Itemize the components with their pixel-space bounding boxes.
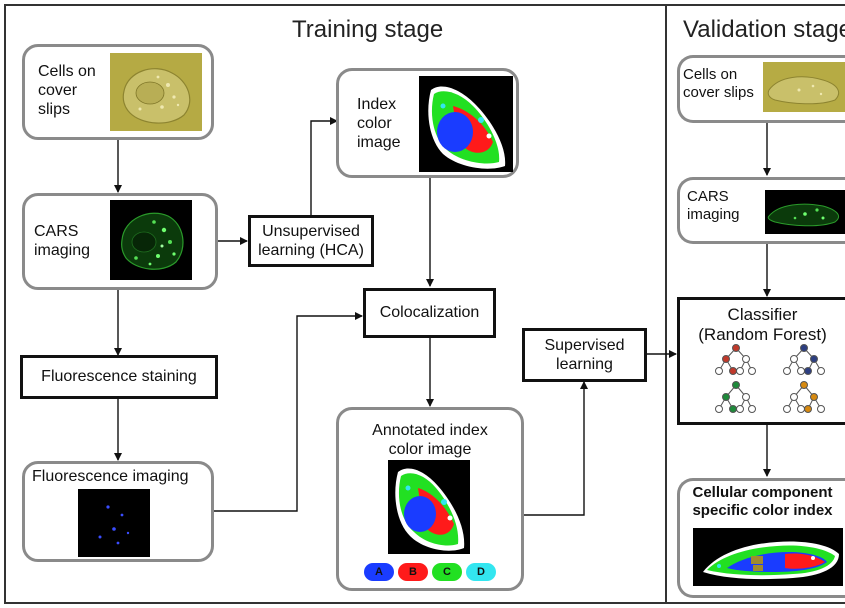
arrow-fluo-to-colocalization [214,312,363,512]
validation-stage-frame [665,4,845,604]
fluorescence-staining-box: Fluorescence staining [20,355,218,399]
legend-item-c: C [432,563,462,581]
cells-on-cover-slips-label: Cells on cover slips [38,63,96,119]
validation-cells-image [763,62,845,112]
validation-cars-label: CARS imaging [687,188,740,223]
training-stage-title: Training stage [292,16,444,43]
unsupervised-learning-box: Unsupervised learning (HCA) [248,215,374,267]
cars-imaging-label: CARS imaging [34,223,91,260]
legend-item-b: B [398,563,428,581]
legend-item-a: A [364,563,394,581]
fluorescence-image [78,489,150,557]
annotated-index-color-image-label: Annotated index color image [372,422,488,459]
cellular-color-index-image [693,528,843,586]
arrow-unsupervised-to-index [310,117,338,215]
supervised-learning-box: Supervised learning [522,328,647,382]
arrow-annotated-to-supervised [524,381,588,516]
annotated-index-color-image [388,460,470,554]
validation-cells-label: Cells on cover slips [683,66,754,101]
cellular-component-label: Cellular component specific color index [692,484,833,519]
validation-cars-image [765,190,845,234]
cells-brightfield-image [110,53,202,131]
legend-item-d: D [466,563,496,581]
classifier-label: Classifier (Random Forest) [698,305,827,345]
index-color-image [419,76,513,172]
cars-image [110,200,192,280]
index-color-image-label: Index color image [357,96,401,152]
validation-stage-title: Validation stage [683,16,845,43]
fluorescence-imaging-label: Fluorescence imaging [32,468,189,485]
colocalization-box: Colocalization [363,288,496,338]
random-forest-trees-icon [715,344,825,413]
